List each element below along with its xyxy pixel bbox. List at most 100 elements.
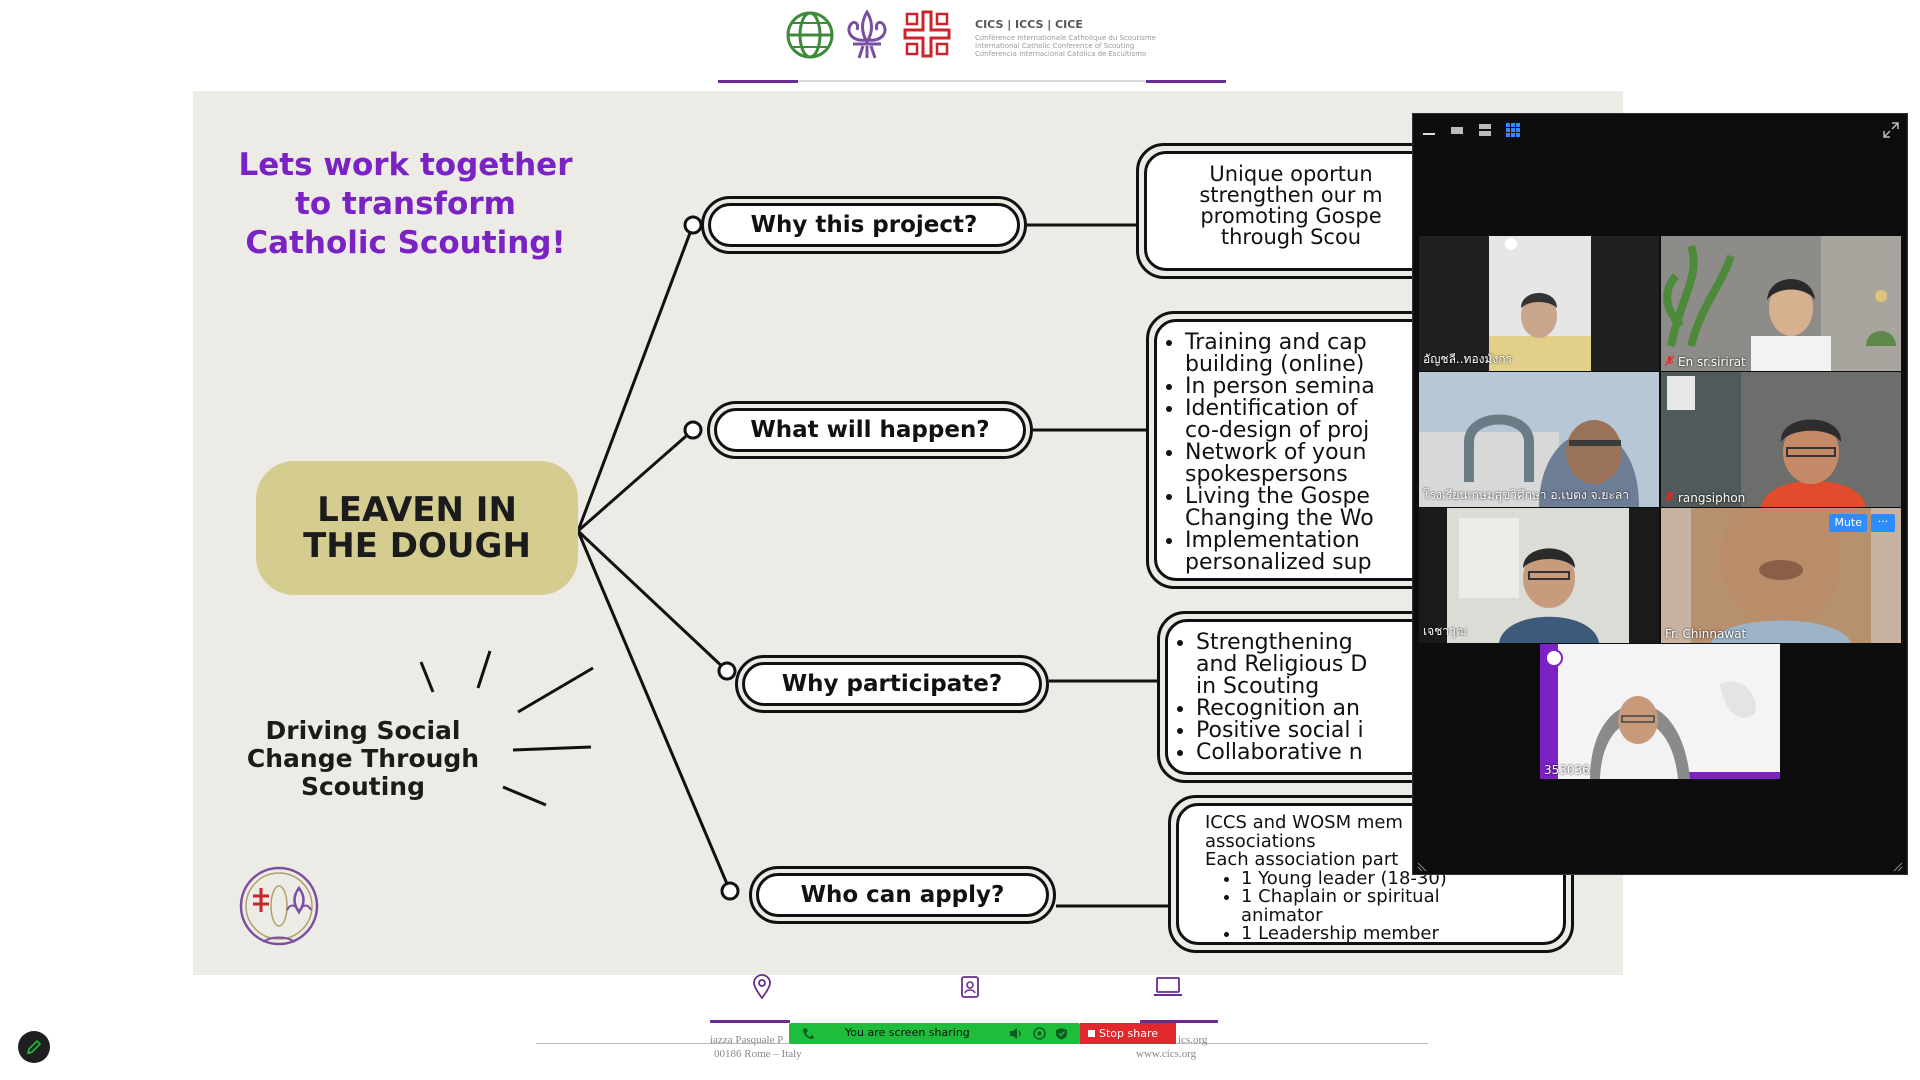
detail-item: 1 Young leader (18-30) <box>1241 869 1563 889</box>
detail-line: associations <box>1205 830 1316 852</box>
shield-icon[interactable] <box>1055 1027 1068 1040</box>
participant-video <box>1419 508 1659 643</box>
gallery-view-icon[interactable] <box>1503 120 1523 140</box>
contact-card-icon <box>961 976 979 998</box>
footer-address: iazza Pasquale P <box>710 1034 784 1046</box>
detail-line: promoting Gospe <box>1200 204 1382 228</box>
branch-label: Who can apply? <box>756 873 1049 917</box>
tagline-line: Change Through <box>246 744 480 773</box>
participant-video <box>1540 644 1780 779</box>
org-name-es: Conferencia Internacional Católica de Es… <box>975 50 1147 58</box>
hub-line: THE DOUGH <box>303 526 531 566</box>
participant-name: Fr. Chinnawat <box>1665 627 1747 641</box>
connector-why-project <box>576 224 695 532</box>
participant-tile[interactable]: อัญชลี..ทองมังกร <box>1419 236 1659 371</box>
header-accent-left <box>718 80 798 83</box>
mute-button[interactable]: Mute <box>1829 514 1867 532</box>
share-status-text: You are screen sharing <box>845 1026 970 1039</box>
participant-name: En sr.sirirat <box>1665 355 1746 369</box>
cross-logo-icon <box>903 10 951 58</box>
connector-why-participate <box>576 529 729 673</box>
stop-share-button[interactable]: Stop share <box>1080 1023 1176 1044</box>
annotate-button[interactable] <box>18 1031 50 1063</box>
tagline: Driving Social Change Through Scouting <box>238 717 488 801</box>
node-dot <box>683 215 703 235</box>
detail-item: Recognition an <box>1196 698 1435 720</box>
central-topic: LEAVEN IN THE DOUGH <box>256 461 578 595</box>
participant-name: เจชาวุฒ <box>1423 624 1467 638</box>
fleur-de-lis-logo-icon <box>847 10 887 59</box>
title-line: Catholic Scouting! <box>245 225 566 261</box>
node-dot <box>720 881 740 901</box>
title-line: Lets work together <box>238 147 573 183</box>
mindmap-connectors <box>419 215 1168 908</box>
speaker-icon[interactable] <box>1009 1027 1023 1040</box>
tagline-line: Driving Social <box>265 716 461 745</box>
globe-logo-icon <box>786 11 834 59</box>
org-name-fr: Conférence Internationale Catholique du … <box>975 34 1156 42</box>
participant-name: โรงเรียนเกษมสุขวิศึกษา อ.เบตง จ.ยะลา <box>1423 488 1629 502</box>
expand-icon[interactable] <box>1881 120 1901 140</box>
stop-square-icon <box>1088 1030 1095 1037</box>
detail-item: 1 Leadership member <box>1241 924 1563 942</box>
share-status-bar[interactable]: You are screen sharing <box>789 1023 1080 1044</box>
stop-share-label: Stop share <box>1099 1027 1158 1040</box>
detail-line: strengthen our m <box>1199 183 1383 207</box>
meeting-video-panel: อัญชลี..ทองมังกร En sr.sirirat <box>1412 113 1908 875</box>
detail-item: Positive social i <box>1196 720 1435 742</box>
participant-name: อัญชลี..ทองมังกร <box>1423 352 1513 366</box>
presentation-slide: Lets work together to transform Catholic… <box>193 91 1623 975</box>
strip-view-icon[interactable] <box>1475 120 1495 140</box>
active-speaker-tile[interactable]: Mute ··· Fr. Chinnawat <box>1661 508 1901 643</box>
branch-why-participate: Why participate? <box>735 655 1049 713</box>
footer-web: ics.org <box>1178 1034 1208 1046</box>
laptop-icon <box>1154 977 1182 996</box>
participant-tile[interactable]: rangsiphon <box>1661 372 1901 507</box>
connector-what-happen <box>577 428 694 533</box>
branch-label: Why participate? <box>742 662 1042 706</box>
participant-tile[interactable]: En sr.sirirat <box>1661 236 1901 371</box>
participant-video <box>1661 372 1901 507</box>
hub-line: LEAVEN IN <box>317 490 517 530</box>
more-options-button[interactable]: ··· <box>1871 514 1895 532</box>
header-accent-right <box>1146 80 1226 83</box>
minimize-icon[interactable] <box>1419 120 1439 140</box>
branch-who-apply: Who can apply? <box>749 866 1056 924</box>
settings-circle-icon[interactable] <box>1033 1027 1046 1040</box>
footer-website[interactable]: www.cics.org <box>1136 1048 1197 1060</box>
detail-line: through Scou <box>1220 225 1362 249</box>
participant-tile[interactable]: โรงเรียนเกษมสุขวิศึกษา อ.เบตง จ.ยะลา <box>1419 372 1659 507</box>
resize-handle-icon[interactable] <box>1893 862 1903 872</box>
participant-video <box>1661 236 1901 371</box>
speaker-view-icon[interactable] <box>1447 120 1467 140</box>
footer-accent-left <box>710 1020 790 1023</box>
branch-label: Why this project? <box>708 203 1020 247</box>
slide-title: Lets work together to transform Catholic… <box>233 146 578 263</box>
location-pin-icon <box>753 974 771 1000</box>
org-name-en: International Catholic Conference of Sco… <box>975 42 1135 50</box>
tagline-line: Scouting <box>300 772 425 801</box>
resize-handle-icon[interactable] <box>1417 862 1427 872</box>
screen-share-bar: You are screen sharing Stop share <box>789 1023 1176 1044</box>
participant-tile[interactable]: 353036 <box>1540 644 1780 779</box>
detail-why-project: Unique oportun strengthen our m promotin… <box>1136 143 1446 279</box>
footer-city: 00186 Rome – Italy <box>714 1048 802 1060</box>
detail-item: Collaborative n <box>1196 742 1435 764</box>
detail-line: Unique oportun <box>1209 162 1373 186</box>
branch-label: What will happen? <box>714 408 1026 452</box>
detail-line: Each association part <box>1205 849 1399 870</box>
org-codes: CICS | ICCS | CICE <box>975 18 1083 31</box>
participant-tile[interactable]: เจชาวุฒ <box>1419 508 1659 643</box>
branch-why-project: Why this project? <box>701 196 1027 254</box>
mic-muted-icon <box>1665 356 1674 367</box>
mic-muted-icon <box>1665 492 1674 503</box>
cics-emblem-icon <box>239 866 319 946</box>
